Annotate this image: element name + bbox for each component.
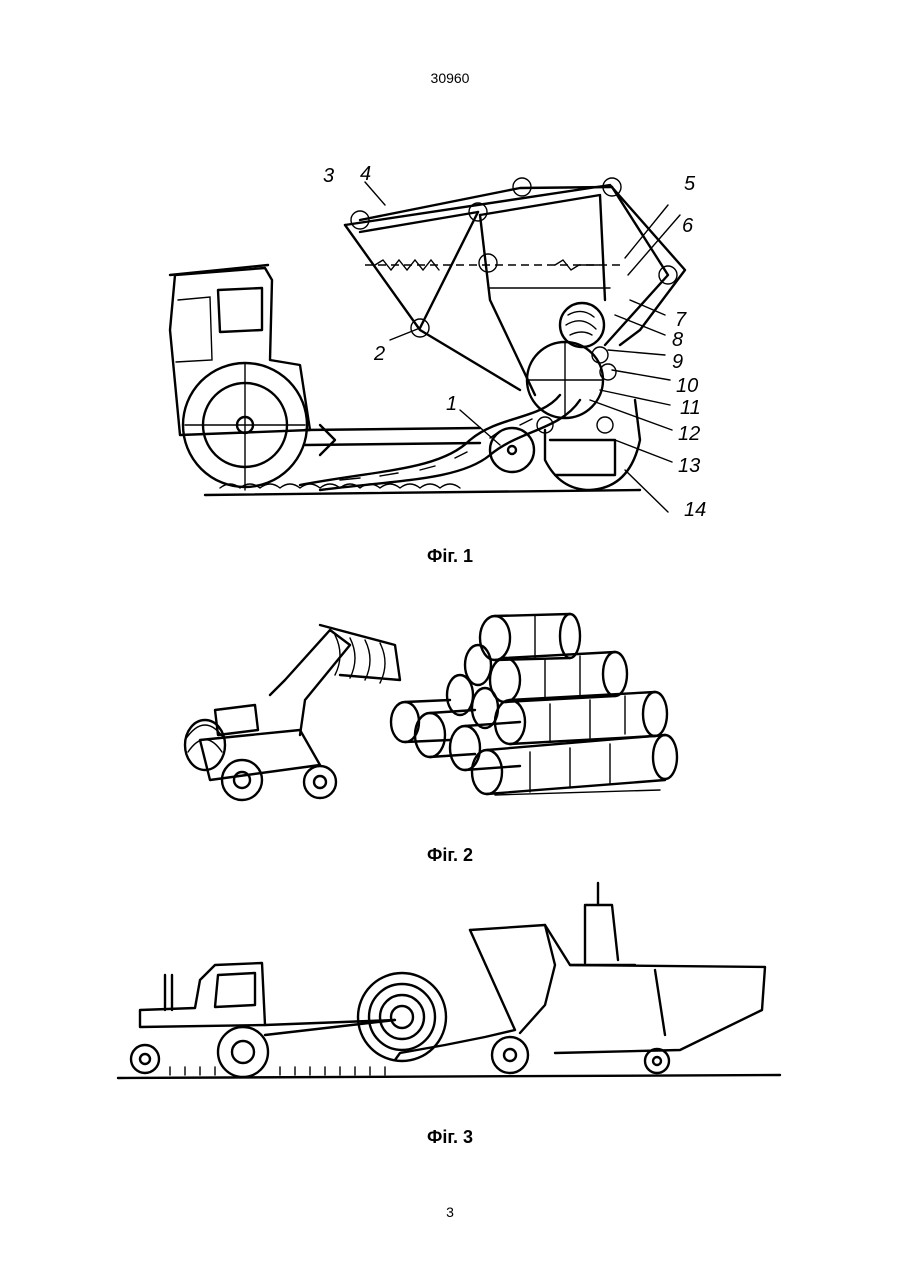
fig1-label-6: 6 — [682, 215, 694, 237]
figure-2-drawing — [0, 600, 900, 830]
fig1-label-3: 3 — [323, 165, 334, 187]
fig1-label-8: 8 — [672, 329, 683, 351]
figure-3-drawing — [0, 875, 900, 1095]
fig1-label-1: 1 — [446, 393, 457, 415]
tractor — [131, 963, 395, 1077]
loader-tractor — [185, 625, 400, 800]
fig1-label-4: 4 — [360, 163, 371, 185]
fig1-label-13: 13 — [678, 455, 700, 477]
baler — [395, 883, 765, 1073]
figure-3-caption: Фіг. 3 — [0, 1127, 900, 1148]
fig1-label-5: 5 — [684, 173, 696, 195]
page-number: 3 — [0, 1204, 900, 1220]
fig1-label-10: 10 — [676, 375, 698, 397]
fig1-label-7: 7 — [675, 309, 687, 331]
fig1-label-9: 9 — [672, 351, 683, 373]
figure-1-drawing: 1 2 3 4 5 6 7 8 9 10 11 12 13 14 — [0, 0, 900, 540]
figure-1-caption: Фіг. 1 — [0, 546, 900, 567]
fig1-label-14: 14 — [684, 499, 706, 521]
fig1-label-11: 11 — [680, 397, 701, 419]
figure-2-caption: Фіг. 2 — [0, 845, 900, 866]
bale-stack — [391, 614, 677, 795]
fig1-label-2: 2 — [373, 343, 385, 365]
fig1-label-12: 12 — [678, 423, 700, 445]
